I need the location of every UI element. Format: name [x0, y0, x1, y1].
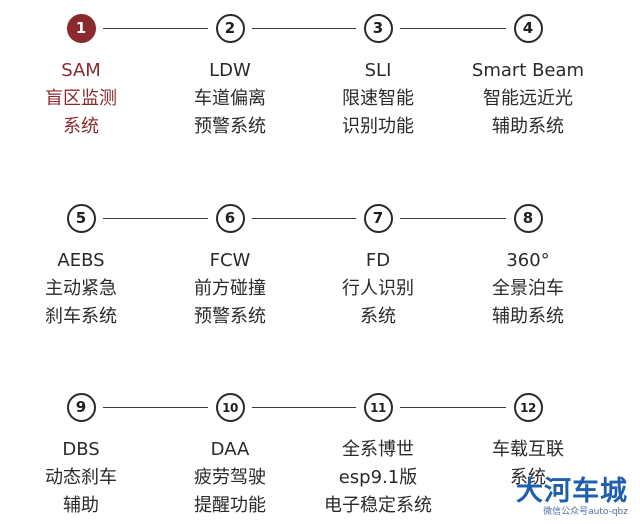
step-description-line: 辅助	[63, 495, 99, 516]
step-number-badge: 1	[66, 14, 96, 43]
step-title: 车载互联	[492, 439, 564, 460]
step-description-line: 预警系统	[194, 306, 266, 327]
connector-line	[400, 28, 506, 29]
step-label: 全系博世 esp9.1版电子稳定系统	[303, 436, 453, 520]
connector-line	[103, 218, 208, 219]
step-description-line: 动态刹车	[45, 467, 117, 488]
feature-step: 8 360° 全景泊车辅助系统	[453, 204, 603, 331]
step-title: SAM	[61, 60, 101, 81]
step-description-line: 系统	[360, 306, 396, 327]
step-description-line: 限速智能	[342, 88, 414, 109]
step-title: FCW	[209, 250, 251, 271]
step-number-badge: 2	[215, 14, 245, 43]
step-description-line: 电子稳定系统	[324, 495, 432, 516]
step-number-badge: 8	[513, 204, 543, 233]
step-number-badge: 7	[363, 204, 393, 233]
step-title: LDW	[209, 60, 251, 81]
step-title: 360°	[506, 250, 550, 271]
step-description-line: 系统	[510, 467, 546, 488]
step-label: DAA 疲劳驾驶提醒功能	[155, 436, 305, 520]
step-number-badge: 11	[363, 393, 393, 422]
step-title: DBS	[62, 439, 100, 460]
step-description-line: 系统	[63, 116, 99, 137]
feature-step: 11 全系博世 esp9.1版电子稳定系统	[303, 393, 453, 520]
step-label: AEBS 主动紧急刹车系统	[6, 247, 156, 331]
step-label: FCW 前方碰撞预警系统	[155, 247, 305, 331]
step-title: Smart Beam	[471, 60, 585, 81]
step-label: SLI 限速智能识别功能	[303, 57, 453, 141]
watermark-logo-text: 大河车城	[516, 476, 628, 507]
step-description-line: 盲区监测	[45, 88, 117, 109]
step-title: FD	[365, 250, 391, 271]
step-title: AEBS	[57, 250, 105, 271]
step-label: SAM 盲区监测系统	[6, 57, 156, 141]
step-description-line: 全景泊车	[492, 278, 564, 299]
step-number-badge: 12	[513, 393, 543, 422]
step-label: 360° 全景泊车辅助系统	[453, 247, 603, 331]
step-label: LDW 车道偏离预警系统	[155, 57, 305, 141]
step-title: SLI	[364, 60, 392, 81]
step-label: FD 行人识别系统	[303, 247, 453, 331]
feature-step: 12 车载互联系统	[453, 393, 603, 492]
step-description-line: esp9.1版	[338, 467, 418, 488]
step-description-line: 辅助系统	[492, 306, 564, 327]
step-number-badge: 5	[66, 204, 96, 233]
step-label: 车载互联系统	[453, 436, 603, 492]
step-number-badge: 10	[215, 393, 245, 422]
connector-line	[252, 407, 356, 408]
step-number-badge: 3	[363, 14, 393, 43]
step-description-line: 刹车系统	[45, 306, 117, 327]
step-description-line: 前方碰撞	[194, 278, 266, 299]
step-description-line: 行人识别	[342, 278, 414, 299]
step-description-line: 疲劳驾驶	[194, 467, 266, 488]
watermark: 大河车城 微信公众号auto-qbz	[516, 477, 628, 518]
connector-line	[252, 28, 356, 29]
connector-line	[400, 407, 506, 408]
step-number-badge: 9	[66, 393, 96, 422]
step-description-line: 智能远近光	[483, 88, 573, 109]
step-description-line: 辅助系统	[492, 116, 564, 137]
step-description-line: 车道偏离	[194, 88, 266, 109]
step-label: DBS 动态刹车辅助	[6, 436, 156, 520]
step-number-badge: 4	[513, 14, 543, 43]
connector-line	[103, 407, 208, 408]
connector-line	[400, 218, 506, 219]
step-title: 全系博世	[342, 439, 414, 460]
step-description-line: 预警系统	[194, 116, 266, 137]
watermark-subtext: 微信公众号auto-qbz	[543, 507, 628, 517]
step-description-line: 提醒功能	[194, 495, 266, 516]
step-description-line: 主动紧急	[45, 278, 117, 299]
step-number-badge: 6	[215, 204, 245, 233]
step-title: DAA	[210, 439, 250, 460]
connector-line	[252, 218, 356, 219]
step-label: Smart Beam 智能远近光辅助系统	[453, 57, 603, 141]
connector-line	[103, 28, 208, 29]
step-description-line: 识别功能	[342, 116, 414, 137]
